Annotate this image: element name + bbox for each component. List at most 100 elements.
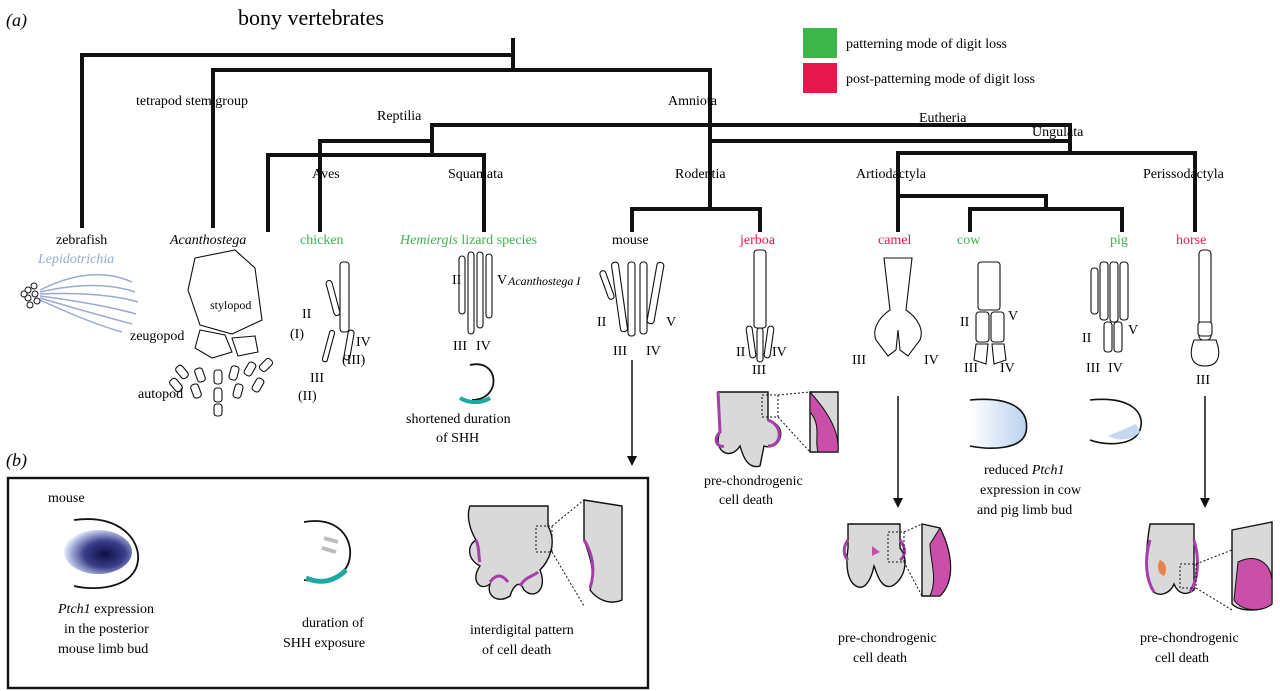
legend-post-patterning: post-patterning mode of digit loss	[846, 72, 1035, 87]
clade-squamata: Squamata	[448, 167, 504, 182]
jerboa-foot-drawing	[746, 250, 774, 362]
taxon-cow: cow	[957, 233, 981, 248]
horse-death-line1: pre-chondrogenic	[1140, 631, 1239, 646]
jerboa-death-line1: pre-chondrogenic	[704, 474, 803, 489]
taxon-pig: pig	[1110, 233, 1128, 248]
taxon-horse: horse	[1176, 233, 1206, 248]
jerboa-digit-III: III	[752, 363, 766, 378]
mouse-digit-IV: IV	[646, 344, 661, 359]
taxon-mouse: mouse	[612, 233, 649, 248]
label-stylopod: stylopod	[210, 298, 251, 312]
legend-patterning: patterning mode of digit loss	[846, 37, 1007, 52]
taxon-jerboa: jerboa	[739, 233, 776, 248]
pig-digit-IV: IV	[1108, 361, 1123, 376]
clade-aves: Aves	[312, 167, 340, 182]
clade-reptilia: Reptilia	[377, 109, 422, 124]
ptch1-bud-drawing	[64, 519, 138, 588]
camel-digit-III: III	[852, 353, 866, 368]
shh-short-line2: of SHH	[436, 431, 479, 446]
jerboa-digit-IV: IV	[772, 345, 787, 360]
mouse-hand-drawing	[599, 262, 664, 336]
interdigital-death-drawing	[468, 500, 622, 606]
pig-digit-III: III	[1086, 361, 1100, 376]
reduced-ptch1-line1: reduced Ptch1	[984, 463, 1064, 478]
taxon-acanthostega: Acanthostega	[169, 233, 246, 248]
chicken-digit-I-paren: (I)	[290, 327, 304, 342]
cow-foot-drawing	[974, 262, 1006, 364]
taxon-chicken: chicken	[300, 233, 344, 248]
zebrafish-fin-drawing	[21, 275, 138, 332]
chicken-wing-drawing	[322, 262, 355, 362]
jerboa-digit-II: II	[736, 345, 746, 360]
root-label: bony vertebrates	[238, 5, 384, 30]
chicken-digit-IV: IV	[356, 335, 371, 350]
taxon-zebrafish: zebrafish	[56, 233, 107, 248]
cow-digit-III: III	[964, 361, 978, 376]
cow-digit-IV: IV	[1000, 361, 1015, 376]
legend: patterning mode of digit loss post-patte…	[803, 28, 1035, 93]
phylogenetic-tree	[82, 40, 1195, 230]
clade-ungulata: Ungulata	[1032, 125, 1084, 140]
mouse-arrow	[627, 360, 637, 466]
panel-b-ptch1-line1: Ptch1 expression	[57, 602, 154, 617]
horse-foot-drawing	[1191, 250, 1218, 366]
hemiergis-digit-III: III	[453, 339, 467, 354]
hemiergis-digit-II: II	[452, 273, 462, 288]
clade-amniota: Amniota	[668, 94, 718, 109]
panel-b-label: (b)	[6, 450, 27, 471]
pig-bud-drawing	[1090, 399, 1141, 443]
reduced-ptch1-line2: expression in cow	[980, 483, 1082, 498]
shh-short-line1: shortened duration	[406, 412, 511, 427]
cow-digit-V: V	[1008, 309, 1018, 324]
mouse-digit-V: V	[666, 315, 676, 330]
reduced-ptch1-line3: and pig limb bud	[977, 503, 1072, 518]
panel-a-label: (a)	[6, 10, 27, 31]
camel-arrow	[893, 396, 903, 508]
horse-cell-death-drawing	[1147, 522, 1273, 610]
horse-death-line2: cell death	[1155, 651, 1209, 666]
horse-digit-III: III	[1196, 373, 1210, 388]
clade-tetrapod-stem: tetrapod stem group	[136, 94, 248, 109]
camel-foot-drawing	[875, 258, 921, 356]
pig-foot-drawing	[1091, 262, 1128, 352]
clade-eutheria: Eutheria	[919, 111, 967, 126]
legend-swatch-post-patterning	[803, 63, 837, 93]
chicken-digit-III-paren: (III)	[342, 353, 366, 368]
camel-death-line1: pre-chondrogenic	[838, 631, 937, 646]
shh-bud-drawing	[304, 521, 350, 581]
panel-b-mouse: mouse	[48, 491, 85, 506]
jerboa-death-line2: cell death	[719, 493, 773, 508]
jerboa-cell-death-drawing	[716, 392, 838, 467]
taxon-camel: camel	[878, 233, 912, 248]
chicken-digit-III: III	[310, 371, 324, 386]
chicken-digit-II-paren: (II)	[298, 389, 317, 404]
label-zeugopod: zeugopod	[130, 329, 184, 344]
hemiergis-digit-V: V	[497, 273, 507, 288]
hemiergis-acanthostega-I: Acanthostega I	[507, 274, 581, 288]
taxon-hemiergis: Hemiergis lizard species	[399, 233, 537, 248]
panel-b-death-line1: interdigital pattern	[470, 623, 574, 638]
hemiergis-limb-drawing	[459, 252, 492, 334]
panel-b-shh-line1: duration of	[302, 616, 364, 631]
legend-swatch-patterning	[803, 28, 837, 58]
clade-artiodactyla: Artiodactyla	[856, 167, 927, 182]
chicken-digit-II: II	[302, 307, 312, 322]
hemiergis-digit-IV: IV	[476, 339, 491, 354]
panel-b-ptch1-line3: mouse limb bud	[58, 642, 148, 657]
panel-b-ptch1-line2: in the posterior	[64, 622, 149, 637]
hemiergis-bud-drawing	[460, 364, 494, 402]
cow-digit-II: II	[960, 315, 970, 330]
panel-b-death-line2: of cell death	[482, 643, 551, 658]
camel-death-line2: cell death	[853, 651, 907, 666]
label-autopod: autopod	[138, 387, 183, 402]
camel-cell-death-drawing	[844, 524, 950, 596]
camel-digit-IV: IV	[924, 353, 939, 368]
pig-digit-V: V	[1128, 323, 1138, 338]
mouse-digit-II: II	[597, 315, 607, 330]
panel-b-shh-line2: SHH exposure	[283, 636, 365, 651]
cow-bud-drawing	[970, 399, 1027, 448]
clade-perissodactyla: Perissodactyla	[1143, 167, 1225, 182]
pig-digit-II: II	[1082, 331, 1092, 346]
mouse-digit-III: III	[613, 344, 627, 359]
